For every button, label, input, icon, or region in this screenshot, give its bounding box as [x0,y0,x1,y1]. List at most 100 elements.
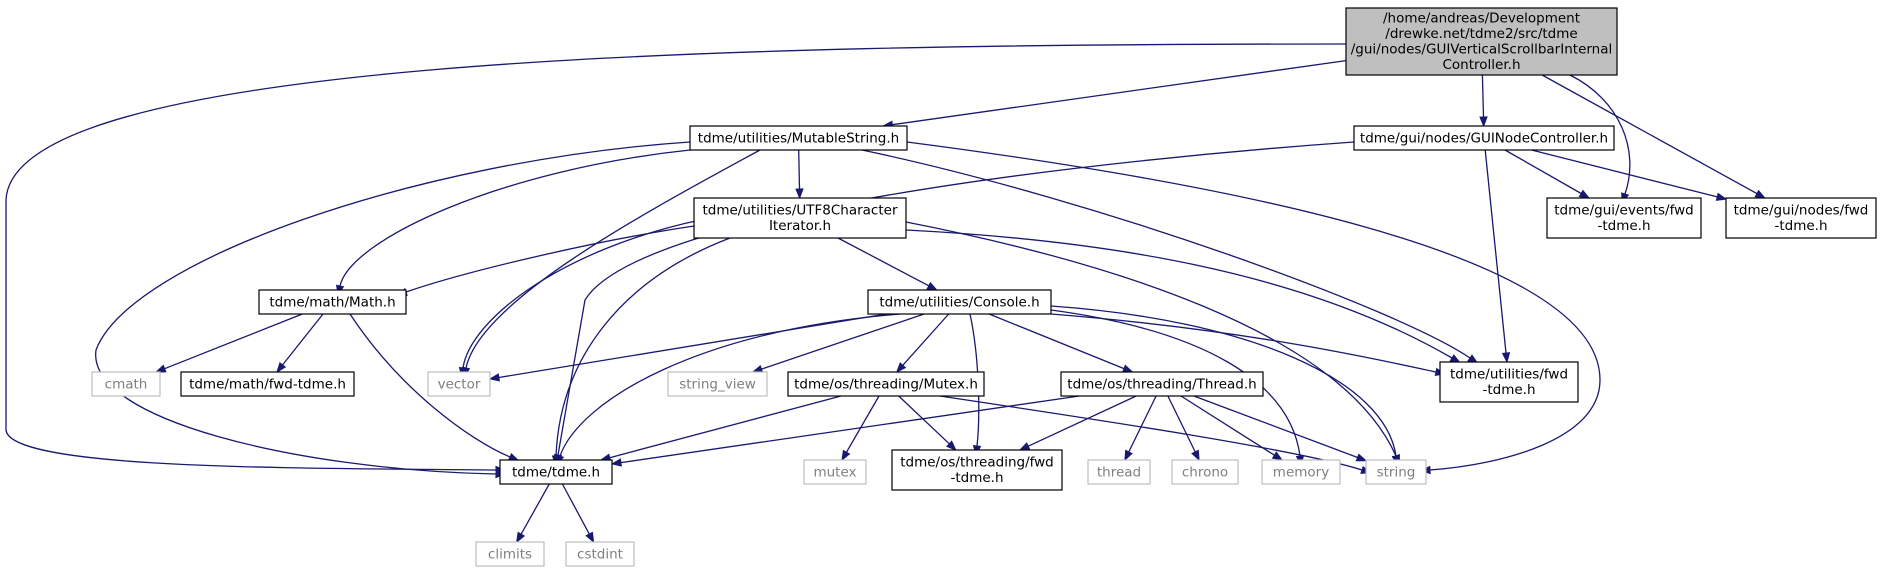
node-console[interactable]: tdme/utilities/Console.h [867,289,1052,315]
edge-mutex-to-tdme [609,395,842,459]
node-mutex[interactable]: tdme/os/threading/Mutex.h [787,371,985,397]
edge-thread-to-memory [1180,395,1275,456]
edge-thread-to-threadsys [1128,395,1157,453]
arrowhead-console-to-thread [1121,364,1134,373]
edge-mutstr-to-utf8 [798,149,801,190]
node-cstdint: cstdint [565,541,635,567]
edge-math-to-cmath [164,313,303,370]
node-label-threadfwd-line-0: tdme/os/threading/fwd [900,455,1054,471]
edge-guinodectl-to-evfwd [1504,149,1582,195]
edge-thread-to-tdme [620,395,1080,464]
node-label-nodesfwd-line-1: -tdme.h [1774,218,1827,234]
node-box-memory [1261,459,1341,485]
edge-root-to-tdme [5,43,1347,471]
edge-console-to-tdme [559,313,901,457]
node-label-strview-line-0: string_view [679,376,756,392]
arrowhead-guinodectl-to-evfwd [1578,189,1591,199]
edge-console-to-mutex [902,313,950,366]
node-label-memory-line-0: memory [1273,464,1329,480]
edge-root-to-guinodectl [1481,74,1485,118]
edge-math-to-tdme [349,313,511,458]
edge-root-to-mutstr [892,59,1347,126]
node-label-nodesfwd-line-0: tdme/gui/nodes/fwd [1734,203,1869,219]
node-utilfwd[interactable]: tdme/utilities/fwd-tdme.h [1439,361,1579,403]
node-label-root-line-0: /home/andreas/Development [1383,11,1580,27]
node-box-threadsys [1087,459,1151,485]
edge-utf8-to-console [837,237,930,287]
arrowhead-thread-to-string [1355,453,1368,462]
node-label-utilfwd-line-0: tdme/utilities/fwd [1450,367,1568,383]
arrowhead-console-to-mutex [895,362,907,374]
node-box-utf8 [693,197,907,239]
edge-console-to-vector [498,313,887,379]
node-label-tdme-line-0: tdme/tdme.h [512,464,600,480]
edge-mutstr-to-vector [465,149,761,369]
node-box-chrono [1171,459,1239,485]
nodes-layer: /home/andreas/Development/drewke.net/tdm… [91,7,1877,567]
arrowhead-mutex-to-mutexsys [841,449,851,462]
node-box-evfwd [1546,197,1702,239]
node-evfwd[interactable]: tdme/gui/events/fwd-tdme.h [1546,197,1702,239]
node-threadfwd[interactable]: tdme/os/threading/fwd-tdme.h [891,449,1063,491]
node-label-chrono-line-0: chrono [1182,464,1228,480]
arrowhead-utf8-to-utilfwd [1449,354,1461,364]
edge-guinodectl-to-utilfwd [1484,149,1507,354]
arrowhead-thread-to-threadfwd [1018,442,1031,451]
node-box-console [867,289,1052,315]
edge-console-to-utilfwd [1050,313,1437,373]
edge-tdme-to-climits [520,483,550,535]
node-math[interactable]: tdme/math/Math.h [258,289,407,315]
arrowhead-tdme-to-climits [516,531,526,544]
arrowhead-guinodectl-to-nodesfwd [1715,192,1728,201]
node-label-vector-line-0: vector [438,376,481,392]
node-label-utf8-line-0: tdme/utilities/UTF8Character [702,203,897,219]
edge-console-to-string [1050,305,1397,457]
node-label-math-line-0: tdme/math/Math.h [269,294,395,310]
node-box-guinodectl [1353,125,1615,151]
node-root[interactable]: /home/andreas/Development/drewke.net/tdm… [1345,7,1618,76]
node-box-threadfwd [891,449,1063,491]
edge-utf8-to-utilfwd [905,229,1453,359]
node-box-vector [427,371,491,397]
node-box-strview [667,371,768,397]
edges-layer [5,43,1767,544]
edge-tdme-to-cstdint [561,483,590,535]
node-box-root [1345,7,1618,76]
node-box-cmath [91,371,161,397]
node-label-mutstr-line-0: tdme/utilities/MutableString.h [698,130,899,146]
edge-thread-to-string [1193,395,1358,459]
arrowhead-root-to-guinodectl [1479,116,1488,128]
edge-thread-to-chrono [1167,395,1196,453]
arrowhead-thread-to-tdme [610,458,622,467]
edge-mutstr-to-utilfwd [861,149,1471,359]
edge-mutex-to-mutexsys [845,395,880,453]
node-label-evfwd-line-1: -tdme.h [1597,218,1650,234]
node-nodesfwd[interactable]: tdme/gui/nodes/fwd-tdme.h [1725,197,1877,239]
node-cmath: cmath [91,371,161,397]
arrowhead-root-to-nodesfwd [1754,189,1767,199]
node-label-root-line-2: /gui/nodes/GUIVerticalScrollbarInternal [1351,42,1613,58]
node-box-nodesfwd [1725,197,1877,239]
node-label-threadfwd-line-1: -tdme.h [950,470,1003,486]
node-mutstr[interactable]: tdme/utilities/MutableString.h [689,125,908,151]
node-label-utf8-line-1: Iterator.h [769,218,831,234]
node-string: string [1365,459,1427,485]
node-label-cstdint-line-0: cstdint [577,546,623,562]
node-tdme[interactable]: tdme/tdme.h [499,459,613,485]
edge-console-to-thread [988,313,1125,370]
node-mathfwd[interactable]: tdme/math/fwd-tdme.h [180,371,355,397]
node-label-mathfwd-line-0: tdme/math/fwd-tdme.h [189,376,346,392]
node-label-climits-line-0: climits [488,546,532,562]
edge-guinodectl-to-tdme [557,141,1355,456]
node-box-thread [1060,371,1264,397]
edge-utf8-to-math [405,225,695,293]
edge-mutstr-to-string [906,141,1601,471]
node-vector: vector [427,371,491,397]
edge-root-to-evfwd [1569,74,1631,195]
edge-mutex-to-threadfwd [898,395,950,445]
node-guinodectl[interactable]: tdme/gui/nodes/GUINodeController.h [1353,125,1615,151]
node-thread[interactable]: tdme/os/threading/Thread.h [1060,371,1264,397]
arrowhead-mutex-to-threadfwd [946,440,957,451]
